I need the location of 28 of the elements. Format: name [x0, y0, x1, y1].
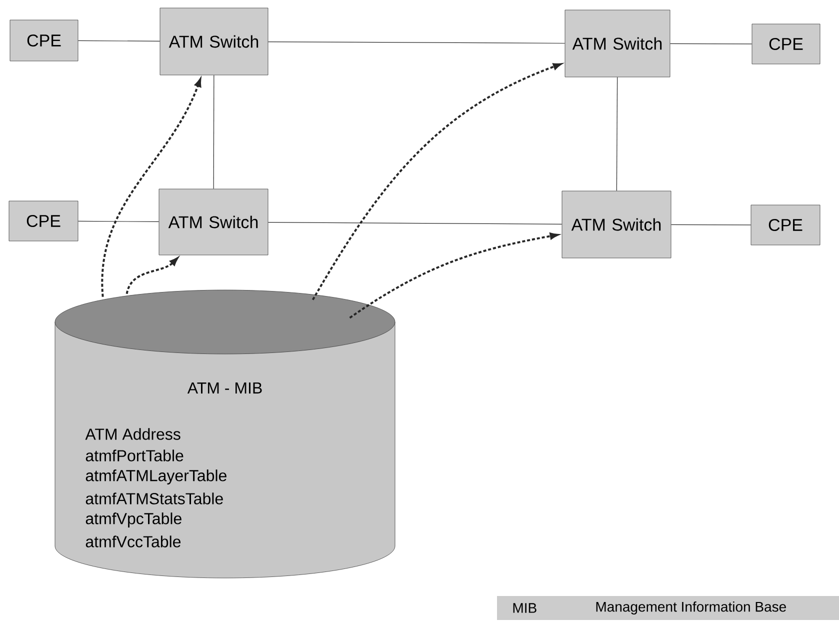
switch-box: ATM Switch [160, 8, 268, 76]
table-name: ATM Address [85, 428, 180, 440]
link-line [670, 43, 752, 44]
table-name: atmfATMLayerTable [86, 470, 226, 484]
link-line [268, 41, 566, 44]
database-cylinder [54, 290, 396, 578]
cylinder-title: ATM - MIB [187, 382, 262, 394]
table-name: atmfPortTable [86, 450, 184, 462]
switch-box: ATM Switch [564, 10, 670, 78]
switch-box: ATM Switch [562, 190, 672, 258]
link-line [616, 76, 618, 192]
link-line [78, 40, 160, 42]
cpe-box: CPE [752, 24, 820, 64]
abbreviation-text: MIB [513, 603, 536, 613]
dashed-arrow [126, 257, 178, 294]
abbreviation-text: Management Information Base [596, 601, 786, 615]
cpe-box: CPE [750, 204, 820, 246]
cpe-box: CPE [8, 200, 78, 242]
table-name: atmfVccTable [86, 536, 181, 548]
switch-box: ATM Switch [158, 188, 268, 256]
link-line [268, 222, 562, 224]
table-name: atmfATMStatsTable [86, 492, 223, 504]
table-name: atmfVpcTable [86, 512, 182, 528]
cpe-box: CPE [10, 20, 78, 62]
link-line [213, 74, 214, 190]
link-line [78, 220, 160, 222]
link-line [670, 224, 752, 226]
dashed-arrow [101, 78, 202, 297]
